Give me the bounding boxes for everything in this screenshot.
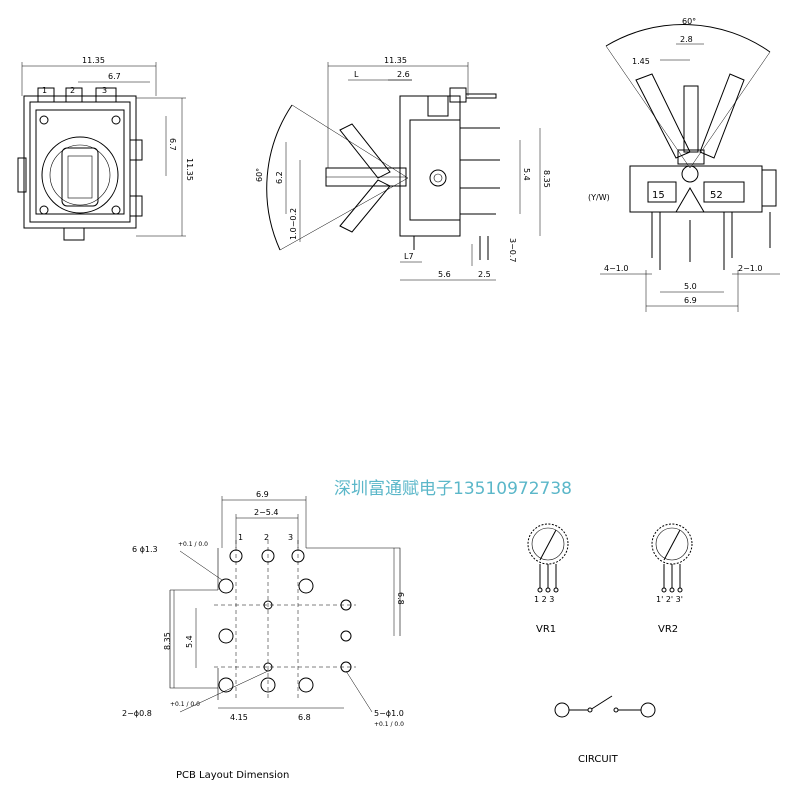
pcb-title: PCB Layout Dimension bbox=[176, 770, 289, 781]
pcb-hole-mid: 5−ϕ1.0 bbox=[374, 709, 404, 718]
pcb-pin-2: 2 bbox=[264, 533, 269, 542]
watermark-text: 深圳富通赋电子13510972738 bbox=[334, 479, 572, 499]
front-dim-offset: 6.7 bbox=[108, 72, 121, 81]
end-dim-50: 5.0 bbox=[684, 282, 697, 291]
side-dim-width: 11.35 bbox=[384, 56, 407, 65]
end-view: 60° 2.8 1.45 (Y/W) 15 52 4−1.0 2−1.0 5.0… bbox=[588, 17, 780, 312]
vr2-pins: 1' 2' 3' bbox=[656, 595, 683, 604]
end-dim-right-pins: 2−1.0 bbox=[738, 264, 763, 273]
vr2-symbol: 1' 2' 3' VR2 bbox=[651, 523, 693, 635]
front-dim-width: 11.35 bbox=[82, 56, 105, 65]
end-label-yw: (Y/W) bbox=[588, 193, 610, 202]
side-dim-angle: 60° bbox=[255, 168, 264, 182]
side-dim-62: 6.2 bbox=[275, 171, 284, 184]
pcb-dim-254: 2−5.4 bbox=[254, 508, 279, 517]
pcb-hole-large-tol: +0.1 / 0.0 bbox=[178, 541, 208, 548]
side-dim-L7: L7 bbox=[404, 252, 414, 261]
end-dim-angle: 60° bbox=[682, 17, 696, 26]
side-view: 11.35 L 2.6 60° 6.2 1.0−0.2 5.4 8.35 L7 … bbox=[255, 56, 551, 281]
pcb-layout: 6.9 2−5.4 1 2 3 6 ϕ1.3 +0.1 / 0.0 6.8 8.… bbox=[122, 490, 405, 781]
switch-label: CIRCUIT bbox=[578, 754, 619, 765]
front-pin-2: 2 bbox=[70, 86, 75, 95]
pcb-hole-mid-tol: +0.1 / 0.0 bbox=[374, 721, 404, 728]
pcb-hole-small: 2−ϕ0.8 bbox=[122, 709, 152, 718]
side-dim-tol: 1.0−0.2 bbox=[289, 208, 298, 240]
vr1-symbol: 1 2 3 VR1 bbox=[527, 523, 569, 635]
end-dim-145: 1.45 bbox=[632, 57, 650, 66]
pcb-dim-54: 5.4 bbox=[185, 635, 194, 648]
front-view: 11.35 6.7 11.35 6.7 1 2 3 bbox=[17, 56, 194, 241]
pcb-hole-small-tol: +0.1 / 0.0 bbox=[170, 701, 200, 708]
pcb-dim-68-bottom: 6.8 bbox=[298, 713, 311, 722]
pcb-dim-68-right: 6.8 bbox=[396, 592, 405, 605]
end-label-52: 52 bbox=[710, 190, 723, 201]
side-dim-835: 8.35 bbox=[542, 170, 551, 188]
pcb-hole-large: 6 ϕ1.3 bbox=[132, 545, 158, 554]
side-dim-26: 2.6 bbox=[397, 70, 410, 79]
side-dim-307: 3−0.7 bbox=[508, 238, 517, 263]
pcb-dim-415: 4.15 bbox=[230, 713, 248, 722]
end-dim-left-pins: 4−1.0 bbox=[604, 264, 629, 273]
front-dim-height-inner: 6.7 bbox=[168, 138, 177, 151]
side-dim-56: 5.6 bbox=[438, 270, 451, 279]
pcb-pin-3: 3 bbox=[288, 533, 293, 542]
pcb-dim-835: 8.35 bbox=[163, 632, 172, 650]
front-dim-height: 11.35 bbox=[185, 158, 194, 181]
front-pin-1: 1 bbox=[42, 86, 47, 95]
side-dim-L: L bbox=[354, 70, 359, 79]
vr2-label: VR2 bbox=[658, 624, 678, 635]
pcb-pin-1: 1 bbox=[238, 533, 243, 542]
side-dim-54: 5.4 bbox=[522, 168, 531, 181]
vr1-label: VR1 bbox=[536, 624, 556, 635]
circuit-symbols: 1 2 3 VR1 1' 2' 3' VR2 CIRCUIT bbox=[527, 523, 693, 765]
side-dim-25: 2.5 bbox=[478, 270, 491, 279]
switch-symbol: CIRCUIT bbox=[554, 695, 656, 765]
end-dim-69: 6.9 bbox=[684, 296, 697, 305]
end-label-15: 15 bbox=[652, 190, 665, 201]
pcb-dim-69: 6.9 bbox=[256, 490, 269, 499]
front-pin-3: 3 bbox=[102, 86, 107, 95]
vr1-pins: 1 2 3 bbox=[534, 595, 554, 604]
end-dim-28: 2.8 bbox=[680, 35, 693, 44]
